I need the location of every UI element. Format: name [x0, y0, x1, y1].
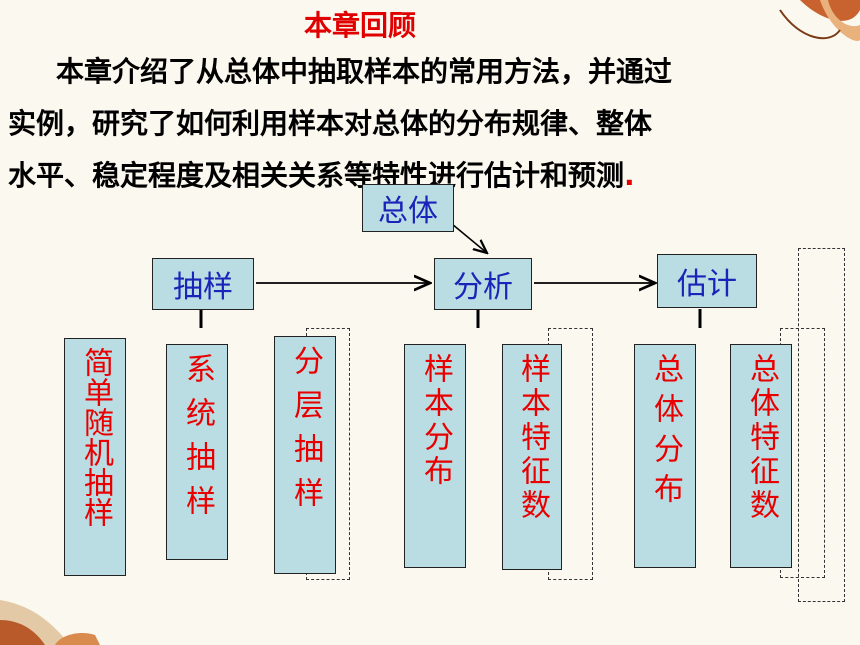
intro-end-mark: .: [624, 159, 635, 192]
arrow-total-to-analysis: [451, 223, 487, 253]
sampling-label: 抽样: [173, 270, 233, 305]
estimation-box: 估计: [657, 254, 757, 308]
leaf-population-characteristics: 总体特征数: [730, 344, 792, 568]
leaf-stratified-sampling: 分层抽样: [274, 336, 336, 574]
intro-line-2: 实例，研究了如何利用样本对总体的分布规律、整体: [8, 107, 653, 140]
intro-line-3-text: 水平、稳定程度及相关关系等特性进行估计和预测: [8, 159, 625, 192]
leaf-stratified-sampling-label: 分层抽样: [288, 345, 323, 521]
leaf-simple-random-sampling-label: 简单随机抽样: [78, 347, 113, 527]
leaf-systematic-sampling-label: 系统抽样: [180, 353, 215, 529]
dashed-frame-right: [798, 248, 845, 602]
leaf-population-distribution-label: 总体分布: [648, 353, 683, 513]
leaf-population-characteristics-label: 总体特征数: [744, 353, 779, 523]
bottom-left-leaf-decoration: [0, 600, 100, 645]
intro-paragraph: 本章介绍了从总体中抽取样本的常用方法，并通过 实例，研究了如何利用样本对总体的分…: [8, 46, 848, 202]
intro-line-1: 本章介绍了从总体中抽取样本的常用方法，并通过: [56, 55, 673, 88]
analysis-box: 分析: [434, 258, 532, 310]
leaf-sample-distribution: 样本分布: [404, 344, 466, 568]
estimation-label: 估计: [677, 267, 737, 302]
leaf-systematic-sampling: 系统抽样: [166, 344, 228, 560]
leaf-simple-random-sampling: 简单随机抽样: [64, 338, 126, 576]
leaf-population-distribution: 总体分布: [634, 344, 696, 568]
top-right-leaf-decoration: [779, 0, 860, 41]
sampling-box: 抽样: [152, 258, 254, 310]
page-title: 本章回顾: [303, 9, 416, 42]
total-population-box: 总体: [362, 184, 454, 232]
analysis-label: 分析: [453, 270, 513, 305]
leaf-sample-distribution-label: 样本分布: [418, 353, 453, 489]
leaf-sample-characteristics-label: 样本特征数: [515, 353, 550, 523]
intro-line-3: 水平、稳定程度及相关关系等特性进行估计和预测.: [8, 150, 848, 202]
leaf-sample-characteristics: 样本特征数: [502, 344, 562, 570]
total-population-label: 总体: [378, 194, 438, 229]
